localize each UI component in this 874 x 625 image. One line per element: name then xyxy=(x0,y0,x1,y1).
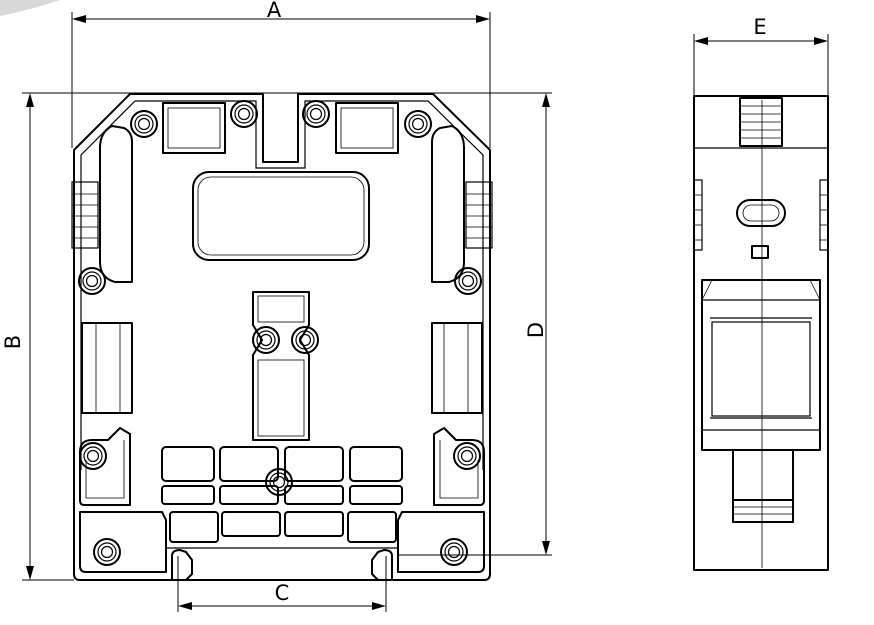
screw-low-right xyxy=(453,442,481,470)
dimension-c-label: C xyxy=(275,581,290,605)
screw-top-left xyxy=(130,110,158,138)
center-slot xyxy=(252,291,310,441)
bottom-left-wing xyxy=(79,511,167,573)
screw-bottom-right xyxy=(440,538,468,566)
screw-top-right xyxy=(404,110,432,138)
side-view xyxy=(693,95,829,571)
screw-top-center-left xyxy=(230,100,258,128)
dimension-a: A xyxy=(71,0,491,148)
screw-low-left xyxy=(79,442,107,470)
terminal-grid xyxy=(161,446,403,543)
side-indicator xyxy=(751,245,769,259)
screw-mid-left xyxy=(78,267,106,295)
side-left-rib xyxy=(693,179,703,251)
side-outline xyxy=(693,95,829,571)
screw-top-center-right xyxy=(302,100,330,128)
side-right-rib xyxy=(819,179,829,251)
top-right-window xyxy=(335,102,399,154)
corner-shadow xyxy=(0,0,60,16)
side-foot xyxy=(732,449,794,501)
top-left-window xyxy=(162,102,226,154)
bottom-right-wing xyxy=(397,511,485,573)
lower-left-clip xyxy=(79,427,131,506)
front-outline xyxy=(73,93,491,581)
left-side-pad xyxy=(81,322,133,414)
front-view xyxy=(71,93,493,581)
dimension-b: B xyxy=(1,92,552,581)
label-window xyxy=(192,171,370,261)
left-grip-teeth xyxy=(71,181,99,249)
dimension-a-label: A xyxy=(267,0,282,22)
right-latch-arm xyxy=(431,125,465,283)
side-terminal-body xyxy=(701,279,821,451)
dimension-e: E xyxy=(693,15,829,96)
right-grip-teeth xyxy=(465,181,493,249)
left-latch-arm xyxy=(99,125,133,283)
right-side-pad xyxy=(431,322,483,414)
dimension-d-label: D xyxy=(524,322,548,338)
screw-bottom-left xyxy=(93,538,121,566)
screw-center-right xyxy=(291,326,319,354)
dimension-d: D xyxy=(398,93,552,556)
screw-mid-right xyxy=(454,267,482,295)
side-oval-slot xyxy=(736,199,786,227)
screw-center-left xyxy=(252,326,280,354)
screw-terminal-center xyxy=(265,468,293,496)
lower-right-clip xyxy=(433,427,485,506)
dimension-c: C xyxy=(177,556,387,612)
din-clip-left xyxy=(171,549,193,581)
dimension-e-label: E xyxy=(753,15,766,39)
din-clip-right xyxy=(371,549,393,581)
dimension-b-label: B xyxy=(1,335,25,349)
